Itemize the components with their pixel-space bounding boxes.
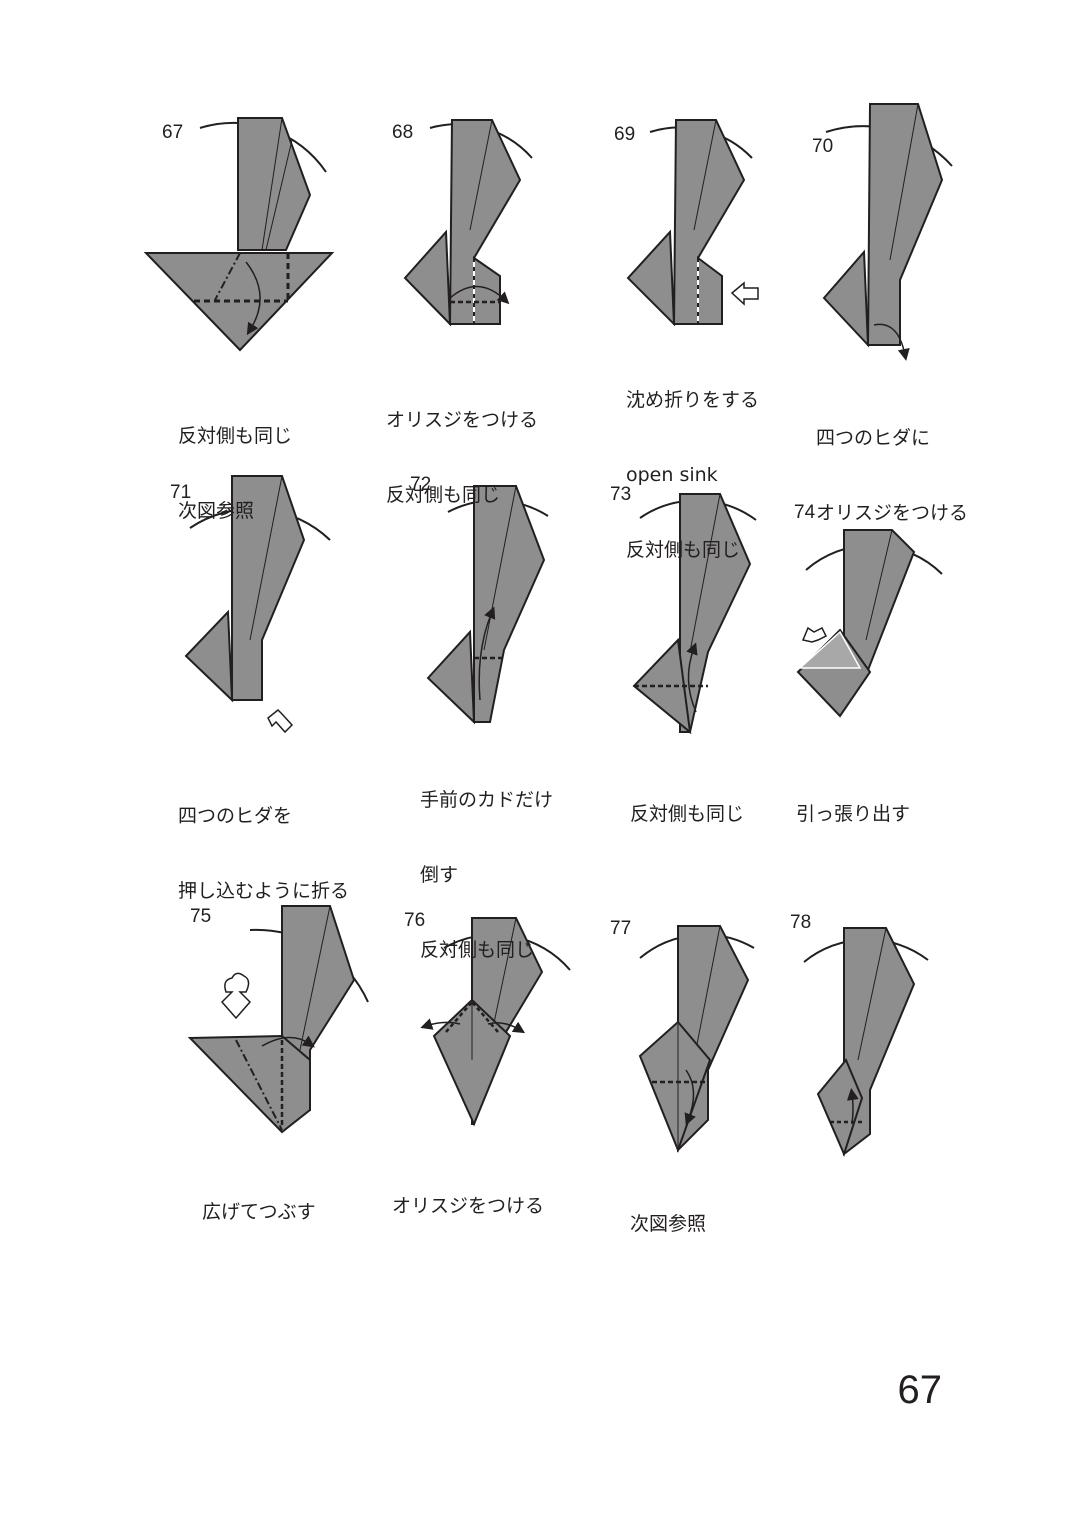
step-number: 70	[812, 136, 834, 157]
caption-line: 反対側も同じ	[178, 425, 293, 447]
step-caption: 次図参照	[630, 1162, 706, 1287]
caption-line: 広げてつぶす	[202, 1201, 316, 1223]
caption-line: 反対側も同じ	[630, 803, 745, 825]
caption-line: 反対側も同じ	[626, 539, 741, 561]
caption-line: 反対側も同じ	[386, 484, 501, 506]
diagram-step-70	[822, 103, 953, 361]
caption-line: オリスジをつける	[816, 502, 969, 524]
diagram-step-69	[626, 119, 759, 327]
diagram-step-68	[403, 119, 533, 327]
step-number: 76	[404, 910, 426, 931]
caption-line: オリスジをつける	[392, 1195, 545, 1217]
diagram-step-75	[187, 905, 369, 1134]
step-caption: 反対側も同じ	[630, 752, 744, 877]
caption-line: 引っ張り出す	[796, 803, 911, 825]
diagram-step-71	[184, 475, 331, 734]
diagram-step-78	[803, 927, 929, 1157]
step-caption: 四つのヒダを 押し込むように折る	[178, 754, 349, 954]
step-caption: 反対側も同じ 次図参照	[178, 374, 292, 574]
caption-line: 押し込むように折る	[178, 880, 350, 902]
diagram-step-72	[426, 485, 549, 725]
step-number: 68	[392, 122, 414, 143]
step-caption: 引っ張り出す	[796, 752, 910, 877]
step-caption: 手前のカドだけ 倒す 反対側も同じ	[420, 738, 553, 1013]
caption-line: 四つのヒダを	[178, 805, 293, 827]
step-number: 67	[162, 122, 184, 143]
step-number: 78	[790, 912, 812, 933]
step-caption: 四つのヒダに オリスジをつける	[816, 376, 968, 576]
step-number: 69	[614, 124, 636, 145]
step-caption: 沈め折りをする open sink 反対側も同じ	[626, 338, 759, 613]
diagram-step-73	[632, 493, 757, 735]
caption-line: 沈め折りをする	[626, 389, 760, 411]
step-number: 77	[610, 918, 632, 939]
step-number: 73	[610, 484, 632, 505]
caption-line: 反対側も同じ	[420, 939, 535, 961]
step-number: 75	[190, 906, 212, 927]
caption-line: 四つのヒダに	[816, 427, 931, 449]
caption-line: 次図参照	[630, 1213, 707, 1235]
step-number: 74	[794, 502, 816, 523]
step-number: 72	[410, 474, 432, 495]
diagram-step-76	[420, 917, 571, 1127]
caption-line: 手前のカドだけ	[420, 789, 554, 811]
caption-line: オリスジをつける	[386, 409, 539, 431]
caption-line: 倒す	[420, 864, 459, 886]
step-number: 71	[170, 482, 192, 503]
step-caption: オリスジをつける	[392, 1144, 544, 1269]
diagram-step-74	[796, 529, 943, 718]
diagram-step-67	[143, 117, 335, 352]
step-caption: オリスジをつける 反対側も同じ	[386, 358, 538, 558]
diagram-step-77	[638, 925, 755, 1153]
caption-line: open sink	[626, 464, 718, 486]
page-number: 67	[897, 1368, 943, 1412]
caption-line: 次図参照	[178, 500, 255, 522]
step-caption: 広げてつぶす	[202, 1150, 316, 1275]
